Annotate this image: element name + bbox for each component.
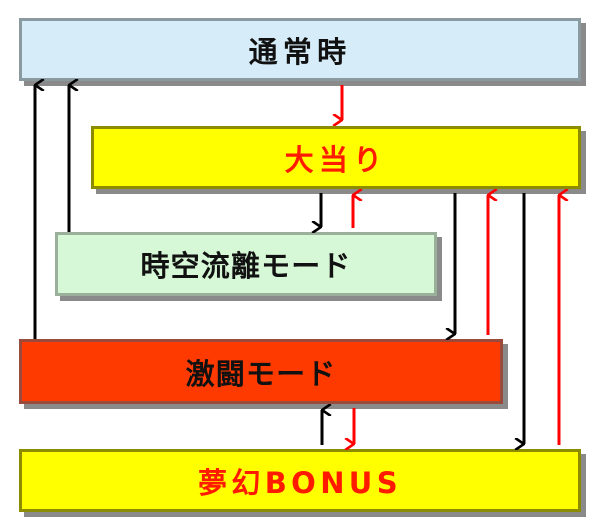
jikuu-mode-label: 時空流離モード	[140, 249, 352, 283]
normal-state-box: 通常時	[19, 18, 581, 81]
jikuu-mode-box: 時空流離モード	[55, 232, 437, 296]
gekito-mode-label: 激闘モード	[185, 356, 337, 391]
normal-state-label: 通常時	[248, 34, 352, 69]
gekito-mode-box: 激闘モード	[19, 339, 503, 404]
jackpot-box: 大当り	[91, 126, 581, 189]
bonus-box: 夢幻BONUS	[19, 449, 581, 512]
bonus-label: 夢幻BONUS	[198, 465, 402, 500]
jackpot-label: 大当り	[284, 142, 388, 177]
